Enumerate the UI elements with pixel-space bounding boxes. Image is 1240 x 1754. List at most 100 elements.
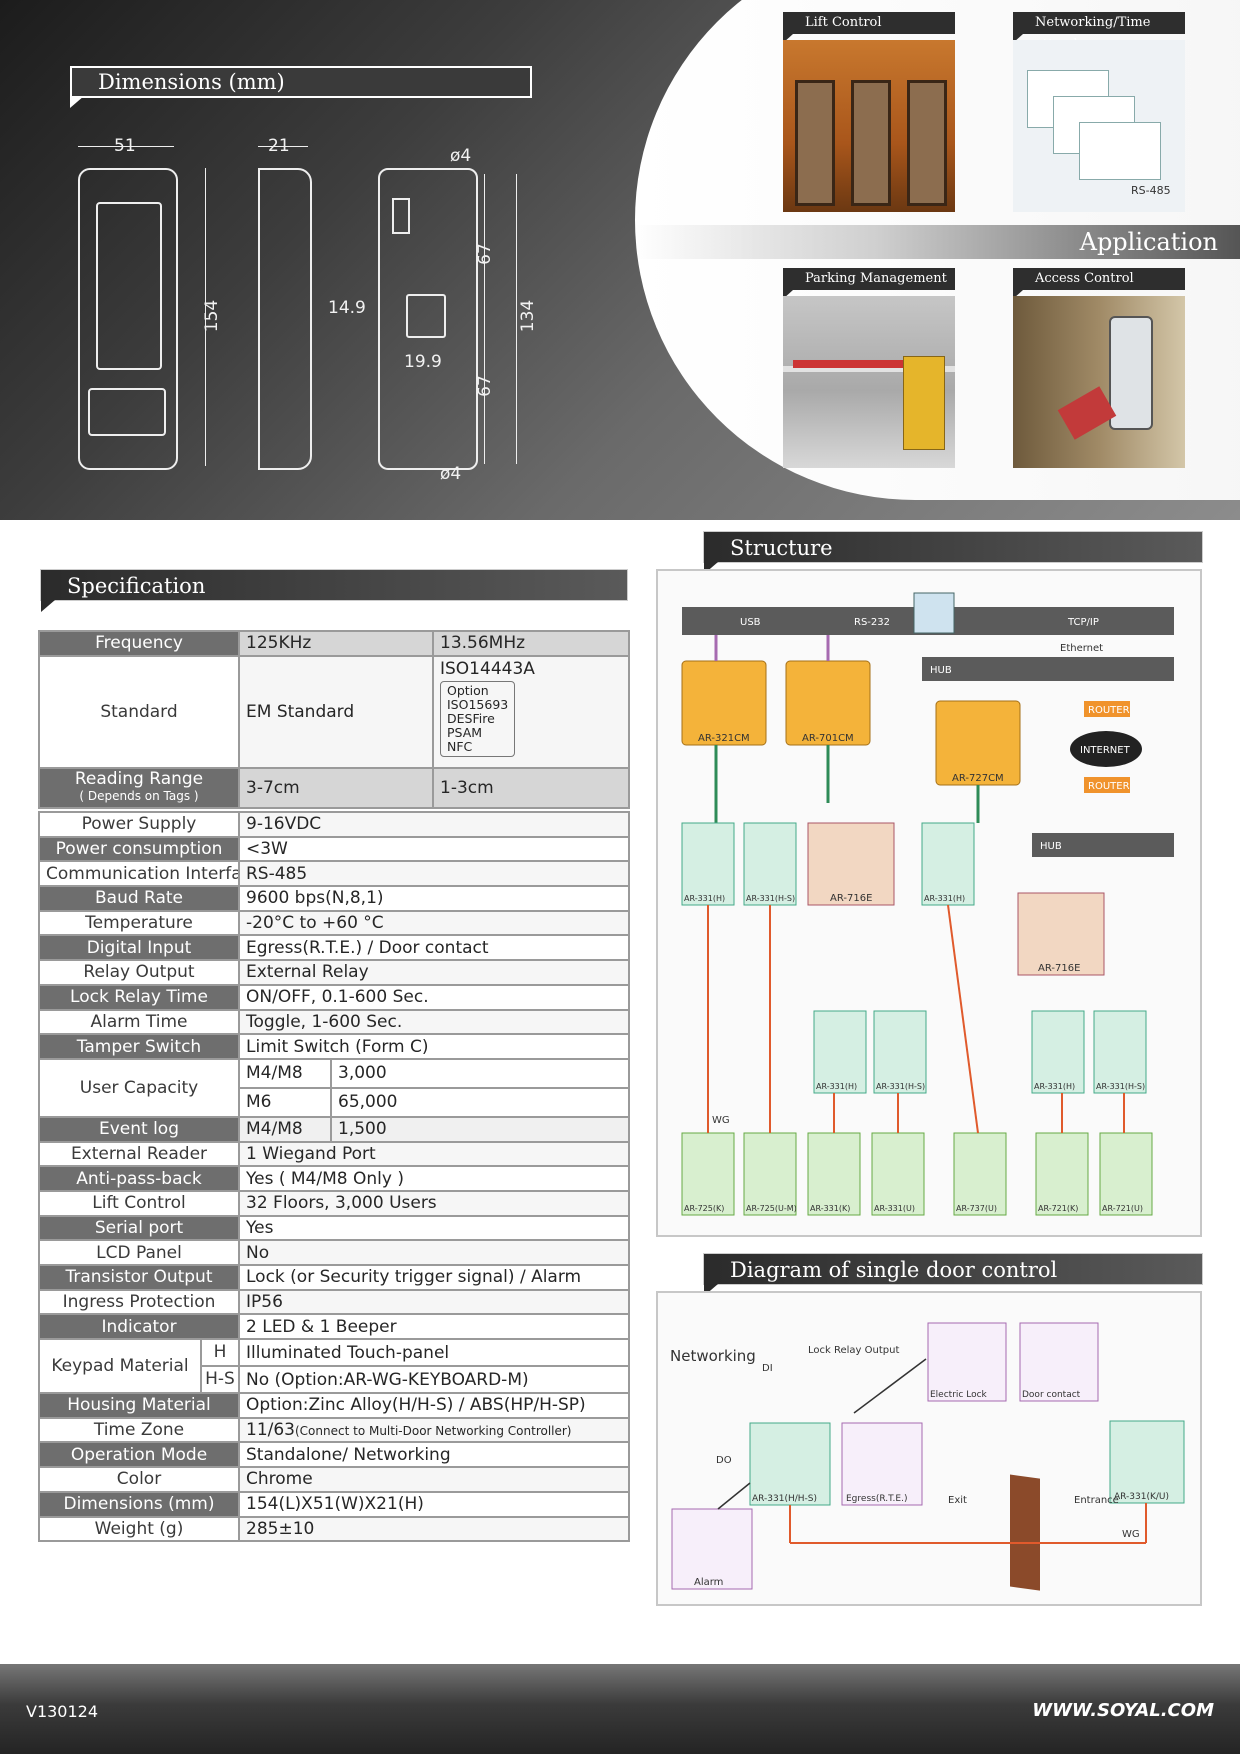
networking-label: Networking bbox=[670, 1347, 756, 1365]
reader-top-1: AR-331(H) bbox=[684, 894, 725, 903]
dim-slot-height: 19.9 bbox=[404, 352, 442, 372]
reader-bottom-3: AR-331(K) bbox=[810, 1204, 850, 1213]
back-view-slot bbox=[406, 294, 446, 338]
dim-depth: 21 bbox=[268, 136, 290, 156]
dim-hole-bottom: ø4 bbox=[440, 464, 462, 484]
table-row: Temperature-20°C to +60 °C bbox=[38, 909, 631, 937]
lock-relay-label: Lock Relay Output bbox=[808, 1345, 899, 1356]
table-row: M6 65,000 bbox=[39, 1086, 631, 1118]
reader-mid-2: AR-331(H-S) bbox=[876, 1082, 925, 1091]
dim-height: 154 bbox=[202, 299, 223, 333]
standard-options: Option ISO15693 DESFire PSAM NFC bbox=[440, 680, 516, 757]
back-view-drawing bbox=[378, 168, 478, 470]
slave-reader-label: AR-331(K/U) bbox=[1114, 1492, 1169, 1502]
conv-3: AR-727CM bbox=[952, 773, 1004, 784]
reader-top-4: AR-331(H) bbox=[924, 894, 965, 903]
rs232-label: RS-232 bbox=[854, 617, 890, 628]
single-door-title: Diagram of single door control bbox=[703, 1253, 1203, 1296]
standard-14443a: ISO14443A bbox=[440, 658, 535, 679]
time-zone-note: (Connect to Multi-Door Networking Contro… bbox=[295, 1424, 572, 1439]
lift-control-photo bbox=[783, 40, 955, 212]
access-control-photo bbox=[1013, 296, 1185, 468]
table-row: Event log M4/M8 1,500 bbox=[38, 1115, 631, 1143]
router-2: ROUTER bbox=[1088, 781, 1130, 792]
door-contact-label: Door contact bbox=[1022, 1390, 1081, 1400]
structure-title: Structure bbox=[703, 531, 1203, 574]
specification-title: Specification bbox=[40, 569, 628, 612]
router-1: ROUTER bbox=[1088, 705, 1130, 716]
table-row: Communication InterfaceRS-485 bbox=[38, 860, 631, 888]
dim-slot-width: 14.9 bbox=[328, 298, 366, 318]
reader-label: AR-331(H/H-S) bbox=[752, 1494, 817, 1504]
top-readers bbox=[681, 822, 975, 906]
networking-photo: RS-485 bbox=[1013, 40, 1185, 212]
bottom-readers bbox=[681, 1132, 1153, 1216]
table-row: Weight (g)285±10 bbox=[38, 1515, 631, 1543]
electric-lock-label: Electric Lock bbox=[930, 1390, 988, 1400]
front-view-drawing bbox=[78, 168, 178, 470]
table-row: Standard EM Standard ISO14443A Option IS… bbox=[38, 654, 630, 769]
table-row: No (Option:AR-WG-KEYBOARD-M) bbox=[39, 1365, 631, 1395]
single-door-svg: Networking Lock Relay Output Electric Lo… bbox=[670, 1322, 1185, 1591]
reader-top-2: AR-331(H-S) bbox=[746, 894, 795, 903]
dim-half-1: 67 bbox=[474, 243, 495, 265]
reader-bottom-1: AR-725(K) bbox=[684, 1204, 724, 1213]
hub-label-2: HUB bbox=[1040, 841, 1062, 852]
structure-diagram: USB RS-232 TCP/IP HUB Ethernet AR-321CM … bbox=[656, 569, 1202, 1237]
reader-mid-4: AR-331(H-S) bbox=[1096, 1082, 1145, 1091]
wg-label: WG bbox=[712, 1115, 730, 1126]
front-view-keypad bbox=[88, 388, 166, 436]
dimensions-title: Dimensions (mm) bbox=[70, 66, 532, 108]
networking-rs485-tag: RS-485 bbox=[1131, 184, 1171, 197]
reader-top-3: AR-716E bbox=[830, 893, 872, 904]
table-row: Frequency 125KHz 13.56MHz bbox=[38, 630, 630, 657]
table-row: Dimensions (mm)154(L)X51(W)X21(H) bbox=[38, 1490, 631, 1518]
version-text: V130124 bbox=[26, 1702, 99, 1721]
structure-svg: USB RS-232 TCP/IP HUB Ethernet AR-321CM … bbox=[681, 592, 1174, 1216]
egress-label: Egress(R.T.E.) bbox=[846, 1494, 907, 1504]
internet-label: INTERNET bbox=[1080, 745, 1131, 756]
front-view-window bbox=[96, 202, 162, 370]
reader-bottom-6: AR-721(K) bbox=[1038, 1204, 1078, 1213]
table-row: Power consumption<3W bbox=[38, 835, 631, 863]
table-row: Reading Range ( Depends on Tags ) 3-7cm … bbox=[38, 766, 630, 809]
hub-label: HUB bbox=[930, 665, 952, 676]
exit-label: Exit bbox=[948, 1495, 967, 1506]
application-title: Application bbox=[635, 225, 1240, 259]
conv-2: AR-701CM bbox=[802, 733, 854, 744]
dim-span: 134 bbox=[518, 299, 539, 333]
dim-half-2: 67 bbox=[474, 375, 495, 397]
ethernet-label-1: Ethernet bbox=[1060, 643, 1103, 654]
website-link[interactable]: WWW.SOYAL.COM bbox=[1032, 1700, 1214, 1721]
alarm-label: Alarm bbox=[694, 1577, 723, 1588]
back-view-clip bbox=[392, 198, 410, 234]
specification-table: Frequency 125KHz 13.56MHz Standard EM St… bbox=[38, 630, 630, 809]
do-label: DO bbox=[716, 1455, 732, 1466]
reader-mid-3: AR-331(H) bbox=[1034, 1082, 1075, 1091]
dim-width: 51 bbox=[114, 136, 136, 156]
footer-bar bbox=[0, 1664, 1240, 1754]
wg-label: WG bbox=[1122, 1529, 1140, 1540]
table-row: User Capacity M4/M8 3,000 bbox=[38, 1057, 631, 1118]
dim-hole-top: ø4 bbox=[450, 146, 472, 166]
single-door-diagram: Networking Lock Relay Output Electric Lo… bbox=[656, 1291, 1202, 1606]
dimensions-title-text: Dimensions (mm) bbox=[98, 70, 285, 94]
